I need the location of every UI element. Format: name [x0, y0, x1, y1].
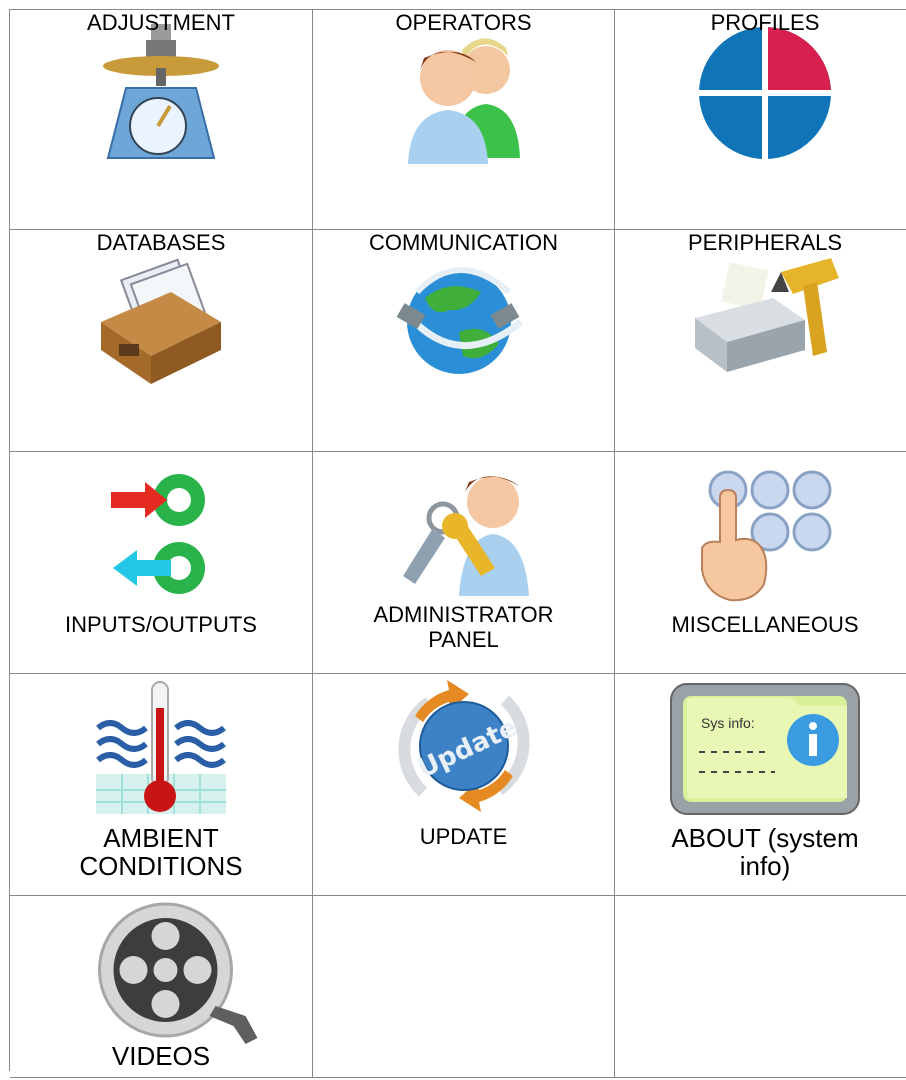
menu-item-label: VIDEOS [111, 1041, 211, 1071]
menu-item-profiles[interactable]: PROFILES [615, 10, 906, 230]
menu-item-label: ADMINISTRATOR PANEL [313, 602, 614, 652]
menu-item-adjustment[interactable]: ADJUSTMENT [10, 10, 313, 230]
menu-item-label: ADJUSTMENT [87, 10, 235, 35]
menu-item-label: AMBIENT CONDITIONS [10, 824, 312, 880]
finger-buttons-icon [701, 470, 832, 602]
menu-item-videos[interactable]: VIDEOS [10, 896, 313, 1078]
menu-item-databases[interactable]: DATABASES [10, 230, 313, 452]
label-line-1: ADMINISTRATOR [373, 602, 554, 627]
users-icon [407, 38, 520, 164]
scale-icon [103, 24, 219, 159]
globe-network-icon [396, 267, 523, 374]
menu-grid: ADJUSTMENT OPERATORS PROFILES [9, 9, 906, 1078]
menu-item-label: INPUTS/OUTPUTS [65, 612, 257, 637]
menu-item-inputs-outputs[interactable]: INPUTS/OUTPUTS [10, 452, 313, 674]
update-globe-icon: Update [397, 680, 530, 812]
menu-item-miscellaneous[interactable]: MISCELLANEOUS [615, 452, 906, 674]
menu-item-about[interactable]: Sys info: ABOUT (system info) [615, 674, 906, 896]
menu-item-label: PERIPHERALS [687, 230, 843, 255]
menu-item-administrator-panel[interactable]: ADMINISTRATOR PANEL [313, 452, 615, 674]
menu-item-peripherals[interactable]: PERIPHERALS [615, 230, 906, 452]
menu-item-label: DATABASES [96, 230, 226, 255]
empty-cell [313, 896, 615, 1078]
admin-keys-icon [402, 476, 529, 596]
thermometer-icon [96, 681, 226, 814]
sys-info-title: Sys info: [701, 715, 755, 731]
menu-item-ambient-conditions[interactable]: AMBIENT CONDITIONS [10, 674, 313, 896]
menu-item-label: COMMUNICATION [368, 230, 559, 255]
menu-item-operators[interactable]: OPERATORS [313, 10, 615, 230]
menu-item-label: MISCELLANEOUS [671, 612, 859, 637]
menu-item-update[interactable]: Update UPDATE [313, 674, 615, 896]
label-line-2: CONDITIONS [79, 851, 243, 881]
label-line-2: PANEL [428, 627, 499, 652]
quadrant-circle-icon [695, 23, 835, 163]
empty-cell [615, 896, 906, 1078]
io-arrows-icon [111, 474, 205, 594]
menu-item-label: UPDATE [419, 824, 508, 849]
menu-item-label: ABOUT (system info) [615, 824, 906, 880]
menu-item-communication[interactable]: COMMUNICATION [313, 230, 615, 452]
card-file-box-icon [101, 258, 221, 384]
printer-scanner-icon [695, 258, 839, 372]
menu-item-label: OPERATORS [395, 10, 532, 35]
label-line-1: ABOUT (system [671, 823, 859, 853]
menu-item-label: PROFILES [710, 10, 820, 35]
film-reel-icon [98, 902, 258, 1044]
sys-info-card-icon: Sys info: [670, 683, 860, 815]
label-line-1: AMBIENT [103, 823, 219, 853]
label-line-2: info) [739, 851, 791, 881]
